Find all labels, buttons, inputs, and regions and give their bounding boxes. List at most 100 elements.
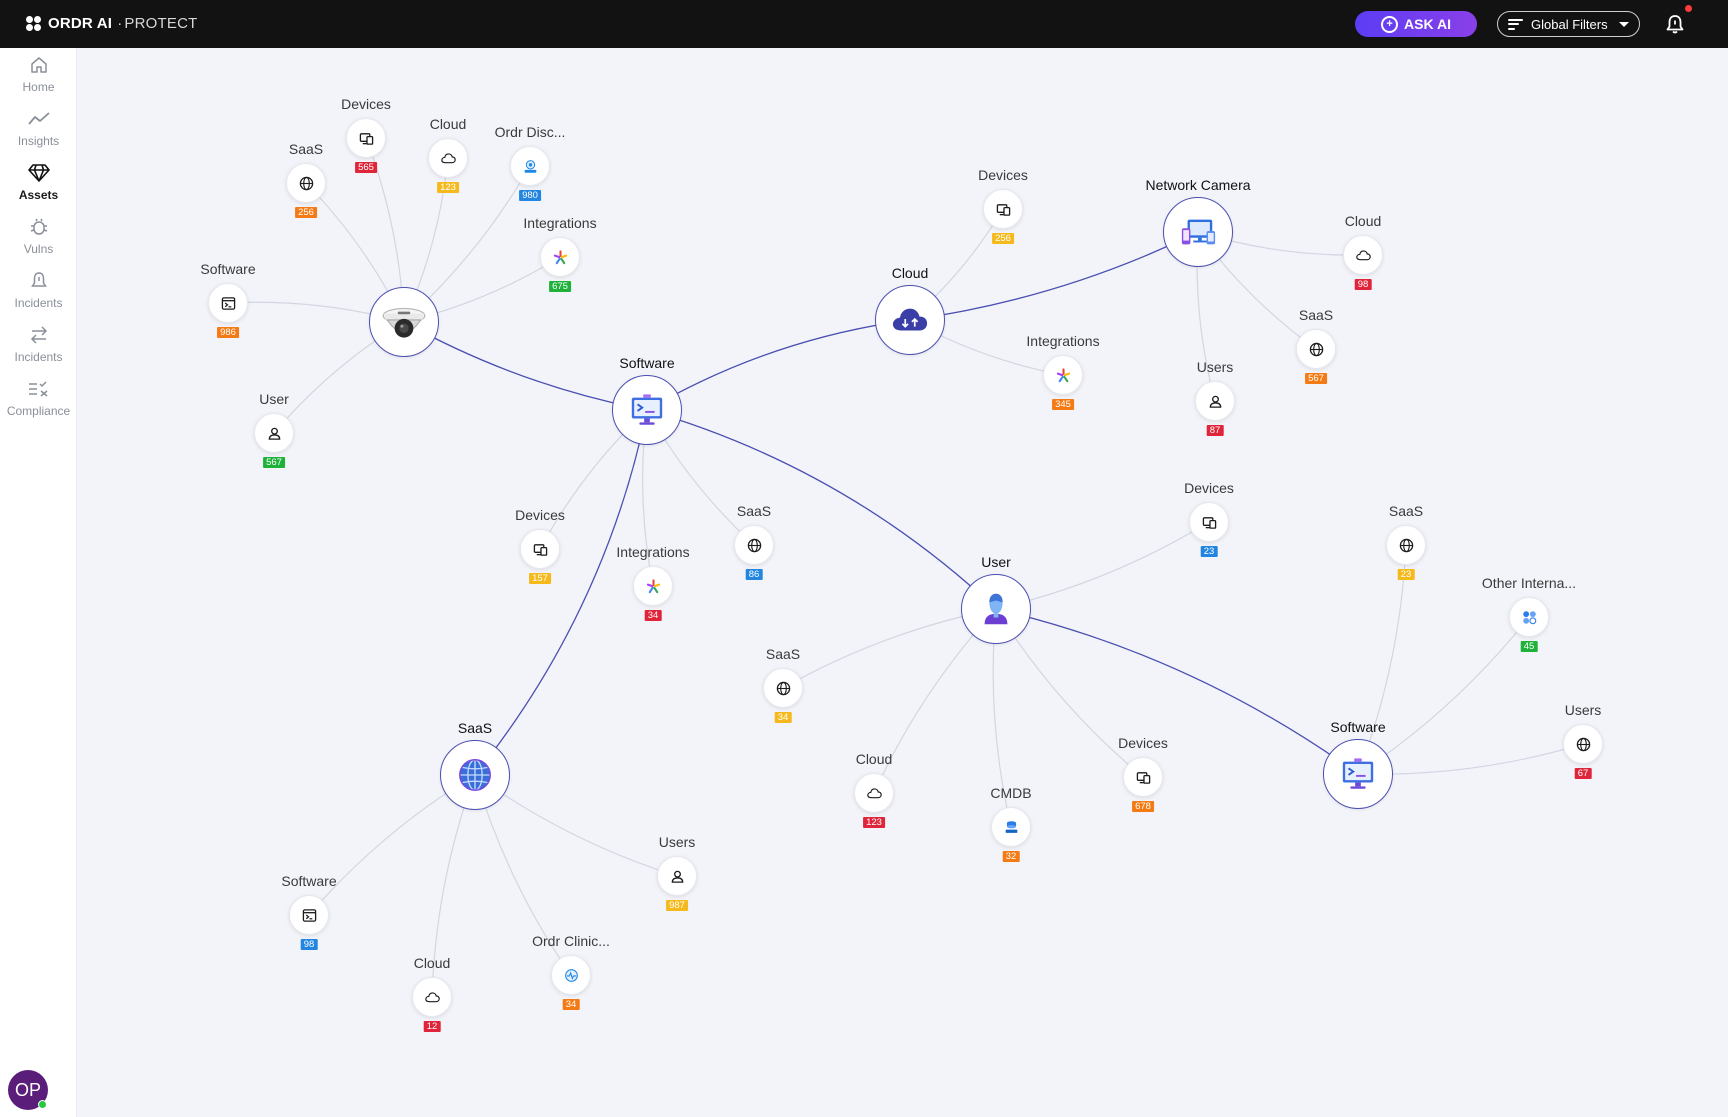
ordr-discovery-icon <box>523 159 538 174</box>
brand-name: ORDR AI <box>48 15 113 32</box>
leaf-node-label: Devices <box>1184 480 1234 496</box>
count-badge: 123 <box>863 817 885 828</box>
ask-ai-button[interactable]: + ASK AI <box>1355 11 1477 37</box>
leaf-node-label: SaaS <box>1298 307 1334 323</box>
bug-icon <box>28 216 50 238</box>
leaf-node-label: SaaS <box>1388 503 1424 519</box>
leaf-node-circle <box>633 566 673 606</box>
sidebar-item-incidents[interactable]: Incidents <box>0 270 77 320</box>
leaf-node-circle <box>208 283 248 323</box>
count-badge: 567 <box>1305 373 1327 384</box>
leaf-node-label: Cloud <box>429 116 467 132</box>
sidebar-item-label: Compliance <box>6 404 71 418</box>
hub-node-circle <box>1163 197 1233 267</box>
caret-down-icon <box>1619 22 1629 27</box>
sidebar: Home Insights Assets Vulns Incidents Inc… <box>0 48 77 1117</box>
globe-icon <box>1576 737 1591 752</box>
leaf-node-circle <box>1043 355 1083 395</box>
top-bar: ORDR AI · PROTECT + ASK AI Global Filter… <box>0 0 1728 48</box>
hub-node-circle <box>612 375 682 445</box>
leaf-node-label: Software <box>281 873 337 889</box>
leaf-node-circle <box>551 955 591 995</box>
leaf-node-circle <box>1343 235 1383 275</box>
cloud-icon <box>1355 248 1371 263</box>
count-badge: 157 <box>529 573 551 584</box>
globe-icon <box>299 176 314 191</box>
count-badge: 678 <box>1132 801 1154 812</box>
count-badge: 34 <box>562 999 580 1010</box>
user-icon <box>670 869 685 884</box>
hub-edge <box>909 231 1199 321</box>
leaf-node-label: Cloud <box>855 751 893 767</box>
sidebar-item-label: Home <box>22 80 55 94</box>
count-badge: 98 <box>300 939 318 950</box>
hub-node-label: Network Camera <box>1145 177 1251 193</box>
count-badge: 87 <box>1206 425 1224 436</box>
leaf-node-label: SaaS <box>765 646 801 662</box>
sidebar-item-assets[interactable]: Assets <box>0 162 77 212</box>
leaf-node-label: Users <box>658 834 696 850</box>
security-camera-icon <box>379 297 429 347</box>
hub-node-label: Software <box>619 355 675 371</box>
sidebar-item-insights[interactable]: Insights <box>0 108 77 158</box>
app-logo[interactable]: ORDR AI · PROTECT <box>26 15 197 32</box>
user-figure-icon <box>977 590 1015 628</box>
global-filters-label: Global Filters <box>1531 16 1608 32</box>
ai-sparkle-icon: + <box>1381 15 1399 33</box>
leaf-node-label: Devices <box>978 167 1028 183</box>
hub-node-circle <box>369 287 439 357</box>
user-icon <box>267 426 282 441</box>
leaf-node-label: Cloud <box>413 955 451 971</box>
leaf-node-circle <box>1509 597 1549 637</box>
count-badge: 32 <box>1002 851 1020 862</box>
filter-icon <box>1508 18 1523 30</box>
devices-icon <box>996 202 1011 217</box>
sidebar-item-label: Incidents <box>14 296 63 310</box>
count-badge: 23 <box>1200 546 1218 557</box>
leaf-node-label: CMDB <box>990 785 1032 801</box>
sidebar-item-label: Incidents <box>14 350 63 364</box>
globe-icon <box>1399 538 1414 553</box>
count-badge: 86 <box>745 569 763 580</box>
leaf-node-label: Other Interna... <box>1481 575 1577 591</box>
leaf-node-circle <box>428 138 468 178</box>
count-badge: 987 <box>666 900 688 911</box>
leaf-node-label: Devices <box>341 96 391 112</box>
hub-edge <box>995 608 1359 775</box>
leaf-node-circle <box>412 977 452 1017</box>
count-badge: 123 <box>437 182 459 193</box>
leaf-node-circle <box>289 895 329 935</box>
hub-node-label: SaaS <box>457 720 493 736</box>
count-badge: 12 <box>423 1021 441 1032</box>
devices-icon <box>533 542 548 557</box>
count-badge: 256 <box>295 207 317 218</box>
cloud-icon <box>424 990 440 1005</box>
sidebar-item-home[interactable]: Home <box>0 54 77 104</box>
cloud-icon <box>866 786 882 801</box>
count-badge: 345 <box>1052 399 1074 410</box>
leaf-node-circle <box>520 529 560 569</box>
leaf-node-circle <box>763 668 803 708</box>
sidebar-item-compliance[interactable]: Compliance <box>0 378 77 428</box>
hub-node-label: Software <box>1330 719 1386 735</box>
globe-hub-icon <box>456 756 494 794</box>
leaf-node-circle <box>854 773 894 813</box>
global-filters-dropdown[interactable]: Global Filters <box>1497 11 1640 37</box>
notifications-button[interactable] <box>1664 5 1692 35</box>
leaf-node-label: Users <box>1564 702 1602 718</box>
count-badge: 34 <box>774 712 792 723</box>
leaf-node-label: Software <box>200 261 256 277</box>
product-name: PROTECT <box>124 15 198 32</box>
sidebar-item-vulns[interactable]: Vulns <box>0 216 77 266</box>
sidebar-item-incidents-flow[interactable]: Incidents <box>0 324 77 374</box>
leaf-node-label: User <box>259 391 289 407</box>
hub-node-label: User <box>981 554 1011 570</box>
leaf-node-circle <box>657 856 697 896</box>
leaf-node-circle <box>734 525 774 565</box>
count-badge: 23 <box>1397 569 1415 580</box>
count-badge: 45 <box>1520 641 1538 652</box>
terminal-icon <box>302 908 317 923</box>
hub-node-circle <box>961 574 1031 644</box>
